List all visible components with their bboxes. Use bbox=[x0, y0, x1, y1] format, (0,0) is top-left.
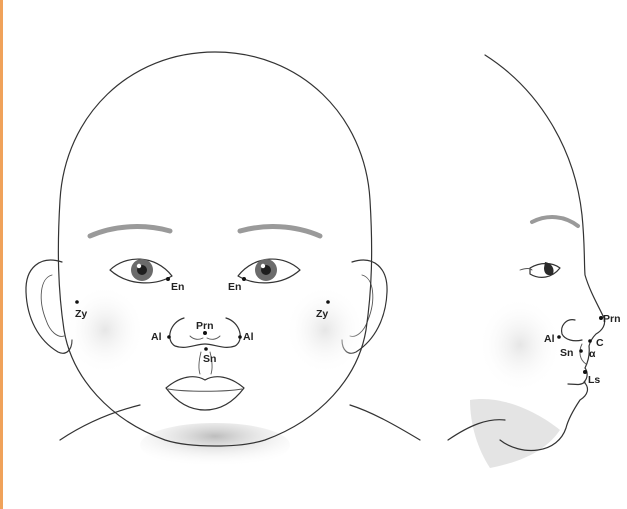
profile-sn-point bbox=[579, 349, 583, 353]
en-right-point bbox=[242, 277, 246, 281]
al-right-point bbox=[238, 335, 242, 339]
sn-point bbox=[204, 347, 208, 351]
al-left-point bbox=[167, 335, 171, 339]
zy-left-point bbox=[75, 300, 79, 304]
zy-left-label: Zy bbox=[75, 308, 87, 320]
profile-c-label: C bbox=[596, 337, 604, 349]
profile-sn-label: Sn bbox=[560, 347, 573, 359]
left-eyebrow bbox=[90, 227, 170, 236]
al-right-label: Al bbox=[243, 331, 254, 343]
profile-eyebrow bbox=[532, 217, 578, 226]
left-ear bbox=[26, 260, 72, 353]
frontal-mouth bbox=[166, 377, 244, 410]
profile-nose-ala bbox=[562, 320, 582, 341]
en-left-point bbox=[166, 277, 170, 281]
alpha-angle-arc bbox=[580, 344, 586, 364]
profile-al-label: Al bbox=[544, 333, 555, 345]
profile-al-point bbox=[557, 335, 561, 339]
en-right-label: En bbox=[228, 281, 241, 293]
al-left-label: Al bbox=[151, 331, 162, 343]
profile-neck-shadow bbox=[470, 399, 560, 468]
profile-view: Prn Al C Sn α Ls bbox=[448, 55, 621, 468]
prn-label: Prn bbox=[196, 320, 214, 332]
zy-right-point bbox=[326, 300, 330, 304]
profile-eye bbox=[520, 262, 560, 277]
profile-face-outline bbox=[485, 55, 605, 451]
profile-prn-label: Prn bbox=[603, 313, 621, 325]
left-eye bbox=[110, 259, 172, 283]
frontal-view: En En Zy Zy Prn Al Al Sn bbox=[26, 52, 420, 467]
profile-ls-label: Ls bbox=[588, 374, 600, 386]
en-left-label: En bbox=[171, 281, 184, 293]
right-eyebrow bbox=[240, 227, 320, 236]
profile-mouth bbox=[568, 382, 585, 385]
profile-ls-point bbox=[583, 370, 587, 374]
right-eye bbox=[238, 259, 300, 283]
zy-right-label: Zy bbox=[316, 308, 328, 320]
profile-c-point bbox=[588, 339, 592, 343]
frontal-neck-shadow bbox=[140, 423, 290, 467]
sn-label: Sn bbox=[203, 353, 216, 365]
frontal-head-outline bbox=[58, 52, 371, 446]
profile-alpha-label: α bbox=[589, 348, 596, 360]
